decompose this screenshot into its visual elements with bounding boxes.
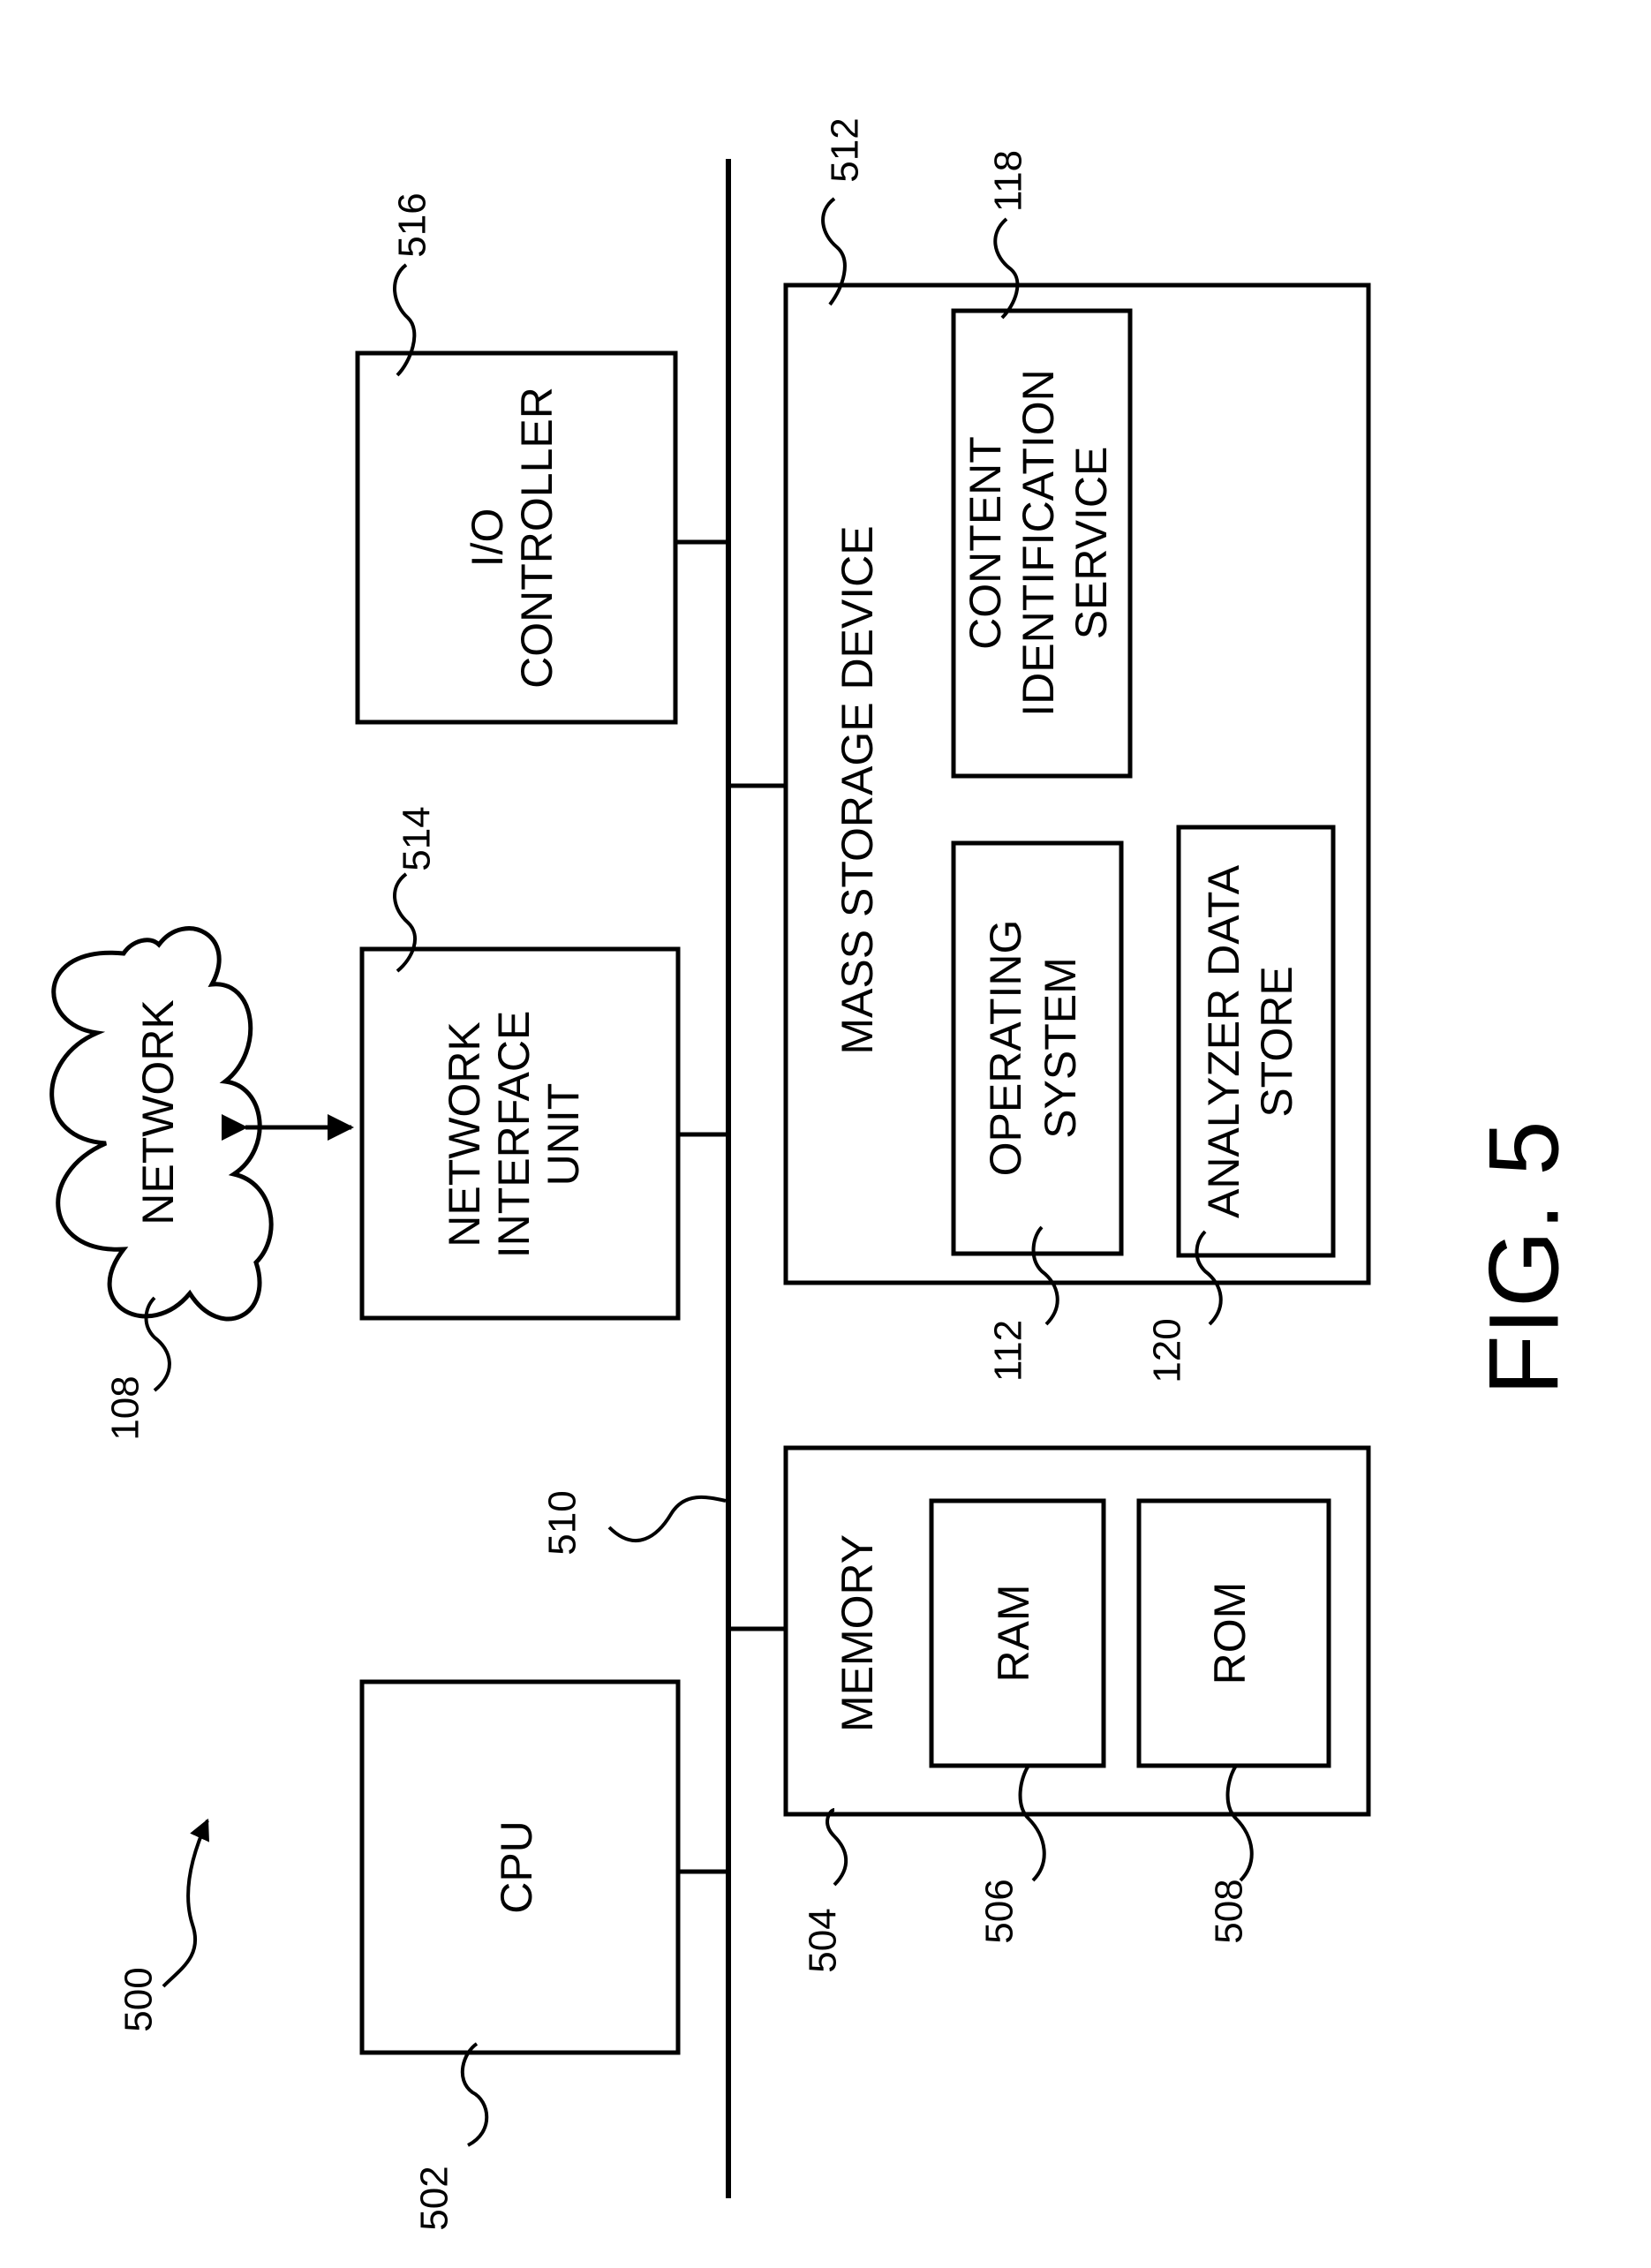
rom-label: ROM <box>1205 1582 1255 1685</box>
ref-118: 118 <box>987 150 1030 212</box>
mass-storage-label: MASS STORAGE DEVICE <box>833 525 882 1054</box>
operating-system-label-line1: OPERATING <box>981 920 1030 1177</box>
ref-112: 112 <box>987 1320 1030 1382</box>
content-identification-label-line3: SERVICE <box>1067 447 1116 640</box>
ref-120: 120 <box>1146 1318 1189 1383</box>
network-interface-label-line1: NETWORK <box>440 1021 489 1247</box>
ref-500: 500 <box>117 1967 161 2031</box>
ref-512: 512 <box>824 117 867 182</box>
ref-514: 514 <box>396 806 439 870</box>
ref-506: 506 <box>978 1879 1022 1943</box>
ref-502: 502 <box>413 2166 456 2230</box>
network-label: NETWORK <box>133 999 183 1225</box>
operating-system-label-line2: SYSTEM <box>1036 957 1085 1139</box>
content-identification-label-line2: IDENTIFICATION <box>1014 369 1063 717</box>
ref-510: 510 <box>541 1490 584 1555</box>
analyzer-data-store-label-line1: ANALYZER DATA <box>1199 864 1248 1218</box>
memory-label: MEMORY <box>833 1534 882 1732</box>
io-controller-label-line1: I/O <box>463 509 512 568</box>
ref-508: 508 <box>1208 1879 1251 1943</box>
ref-502-leader <box>463 2044 486 2145</box>
ref-108: 108 <box>104 1375 147 1440</box>
ref-504: 504 <box>802 1908 845 1972</box>
ref-510-leader <box>609 1497 726 1541</box>
figure-title: FIG. 5 <box>1469 1120 1579 1395</box>
network-cloud: NETWORK <box>52 929 271 1319</box>
io-controller-label-line2: CONTROLLER <box>512 387 562 689</box>
cpu-label: CPU <box>492 1820 541 1914</box>
ref-504-leader <box>827 1810 846 1885</box>
ram-label: RAM <box>989 1584 1038 1682</box>
ref-500-leader <box>163 1820 207 1986</box>
network-interface-label-line3: UNIT <box>539 1083 588 1187</box>
ref-516: 516 <box>391 192 434 257</box>
content-identification-label-line1: CONTENT <box>961 436 1010 650</box>
network-interface-label-line2: INTERFACE <box>489 1011 539 1259</box>
analyzer-data-store-label-line2: STORE <box>1252 966 1301 1117</box>
